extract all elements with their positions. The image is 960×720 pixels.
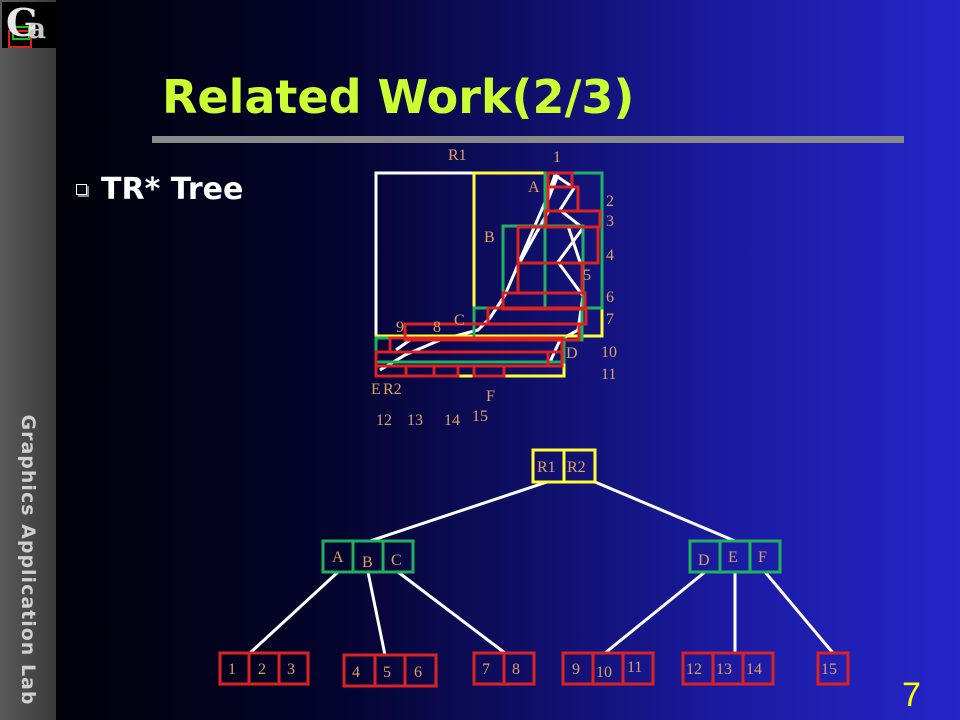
label-n1: 1 xyxy=(553,149,561,166)
logo-red-square xyxy=(8,30,32,48)
tree-leaf-1-3: 1 2 3 xyxy=(218,651,310,686)
tree-node-def: D E F xyxy=(688,539,782,574)
label-n13: 13 xyxy=(407,412,423,429)
tree-leaf-12-14: 12 13 14 xyxy=(681,651,775,686)
leaf-label-7: 7 xyxy=(482,661,490,678)
logo-letter-a: a xyxy=(28,12,47,45)
label-e: E xyxy=(371,381,381,398)
polygon-edge xyxy=(379,174,557,372)
region-d xyxy=(374,336,566,364)
leaf-box-5 xyxy=(516,261,584,295)
tree-node-abc: A B C xyxy=(321,539,415,574)
leaf-box-11 xyxy=(546,350,564,368)
square-bullet-icon xyxy=(76,184,87,195)
leaf-label-12: 12 xyxy=(686,661,702,678)
polygon-edge xyxy=(377,173,586,364)
label-n6: 6 xyxy=(606,289,614,306)
label-n11: 11 xyxy=(601,366,616,383)
label-n2: 2 xyxy=(606,193,614,210)
label-f: F xyxy=(486,388,495,405)
tree-leaf-7-8: 7 8 xyxy=(472,651,536,686)
tree-edge xyxy=(366,571,387,656)
tree-edge xyxy=(604,570,706,655)
leaf-label-3: 3 xyxy=(287,661,295,678)
page-number: 7 xyxy=(902,676,921,714)
leaf-box-12 xyxy=(374,364,408,378)
label-r2: R2 xyxy=(383,381,402,398)
label-n12: 12 xyxy=(376,412,392,429)
label-n4: 4 xyxy=(606,247,614,264)
polygon-edge xyxy=(518,211,550,263)
leaf-label-10: 10 xyxy=(596,664,612,681)
logo-green-square xyxy=(12,26,30,40)
title-underline xyxy=(152,136,904,143)
leaf-box-15 xyxy=(472,364,506,378)
tree-leaf-15: 15 xyxy=(816,651,850,686)
node-label-a: A xyxy=(332,549,344,566)
label-a: A xyxy=(528,179,540,196)
node-label-b: B xyxy=(362,554,373,571)
node-label-e: E xyxy=(728,549,738,566)
label-n9: 9 xyxy=(396,319,404,336)
label-n8: 8 xyxy=(433,319,441,336)
polygon-edge xyxy=(566,225,582,263)
node-label-r1: R1 xyxy=(537,459,556,476)
logo-letter-g: G xyxy=(6,0,39,45)
label-n10: 10 xyxy=(601,344,617,361)
label-d: D xyxy=(566,345,578,362)
leaf-label-6: 6 xyxy=(414,664,422,681)
label-b: B xyxy=(484,229,495,246)
leaf-label-1: 1 xyxy=(228,661,236,678)
tree-edge xyxy=(248,570,340,655)
label-n7: 7 xyxy=(606,311,614,328)
node-label-r2: R2 xyxy=(567,459,586,476)
leaf-label-13: 13 xyxy=(716,661,732,678)
tree-edge xyxy=(763,571,835,654)
tree-node-root: R1 R2 xyxy=(531,448,597,484)
label-n14: 14 xyxy=(444,412,460,429)
node-label-c: C xyxy=(391,552,402,569)
leaf-label-4: 4 xyxy=(352,664,360,681)
leaf-label-15: 15 xyxy=(821,661,837,678)
node-label-d: D xyxy=(698,552,710,569)
label-r1: R1 xyxy=(448,147,467,164)
label-n15: 15 xyxy=(472,408,488,425)
leaf-box-8 xyxy=(403,322,581,342)
bullet-item: TR* Tree xyxy=(76,172,243,207)
tree-leaf-4-6: 4 5 6 xyxy=(342,653,438,688)
leaf-label-5: 5 xyxy=(383,664,391,681)
slide-title: Related Work(2/3) xyxy=(162,70,635,124)
leaf-label-2: 2 xyxy=(258,661,266,678)
leaf-label-8: 8 xyxy=(512,661,520,678)
tree-edge xyxy=(594,480,736,543)
tree-leaf-9-11: 9 10 11 xyxy=(561,651,655,686)
sidebar: G a Graphics Application Lab xyxy=(0,0,56,720)
bullet-text: TR* Tree xyxy=(101,172,244,207)
leaf-box-10 xyxy=(374,350,550,368)
tree-edge xyxy=(369,480,548,543)
label-n5: 5 xyxy=(583,267,591,284)
polygon-edge xyxy=(395,338,411,352)
lab-logo: G a xyxy=(2,0,56,48)
leaf-label-14: 14 xyxy=(746,661,762,678)
leaf-label-9: 9 xyxy=(572,661,580,678)
tree-edge xyxy=(397,570,506,655)
node-label-f: F xyxy=(758,549,767,566)
label-c: C xyxy=(454,312,465,329)
label-n3: 3 xyxy=(606,213,614,230)
leaf-box-13 xyxy=(404,364,436,378)
leaf-label-11: 11 xyxy=(627,659,642,676)
leaf-box-14 xyxy=(432,364,460,378)
